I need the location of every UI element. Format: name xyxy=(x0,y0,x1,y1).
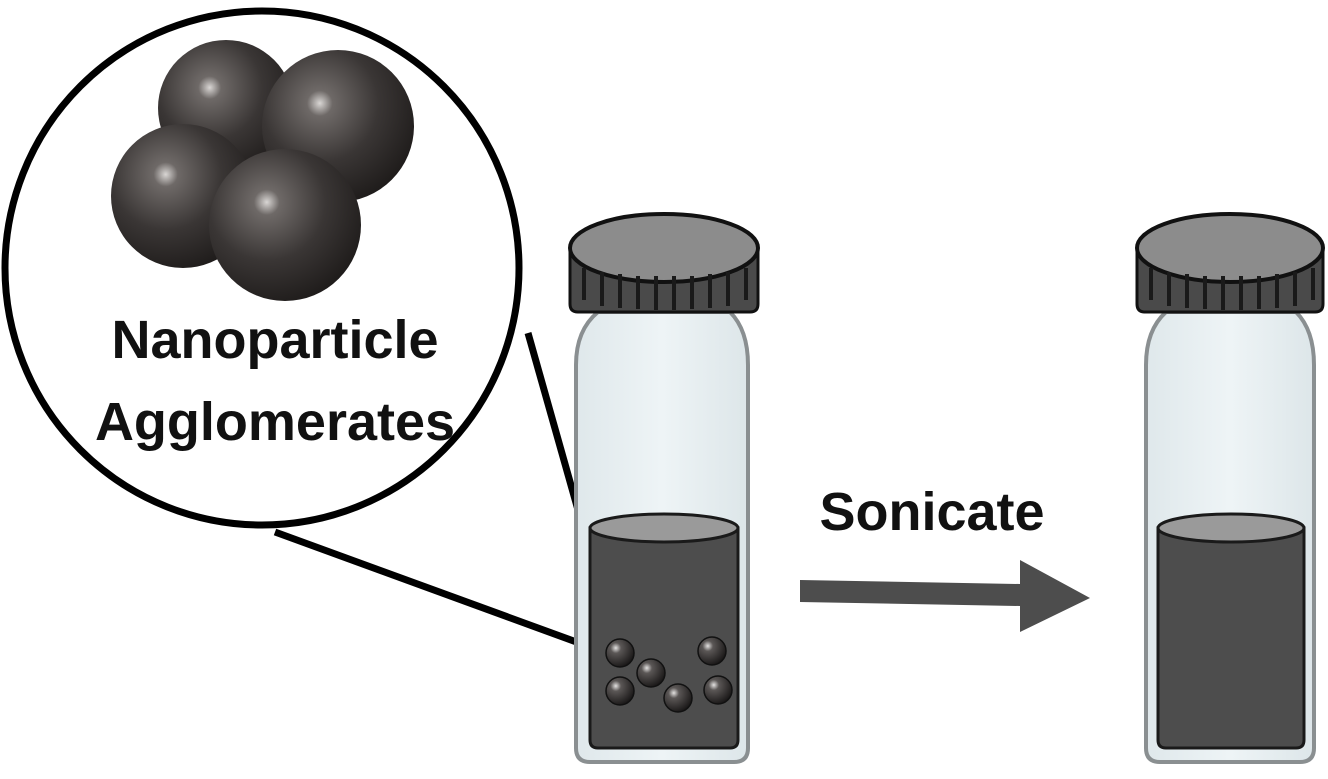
zoom-circle: Nanoparticle Agglomerates xyxy=(1,7,523,529)
zoom-label-line2: Agglomerates xyxy=(95,392,455,452)
sonicate-label: Sonicate xyxy=(819,482,1044,542)
right-arrow-icon xyxy=(800,560,1090,632)
sphere-icon xyxy=(605,638,635,668)
process-step: Sonicate xyxy=(800,482,1090,632)
zoom-label-line1: Nanoparticle xyxy=(111,310,438,370)
sphere-icon xyxy=(209,149,361,301)
sphere-icon xyxy=(605,676,635,706)
sphere-icon xyxy=(703,675,733,705)
vial-icon xyxy=(1135,212,1325,764)
vial-before xyxy=(568,212,760,764)
sphere-icon xyxy=(636,658,666,688)
sphere-icon xyxy=(697,636,727,666)
sphere-icon xyxy=(663,683,693,713)
agglomerate-spheres xyxy=(111,40,414,301)
callout-line-lower xyxy=(273,528,614,659)
vial-after xyxy=(1135,212,1325,764)
vial-particles xyxy=(605,636,733,713)
